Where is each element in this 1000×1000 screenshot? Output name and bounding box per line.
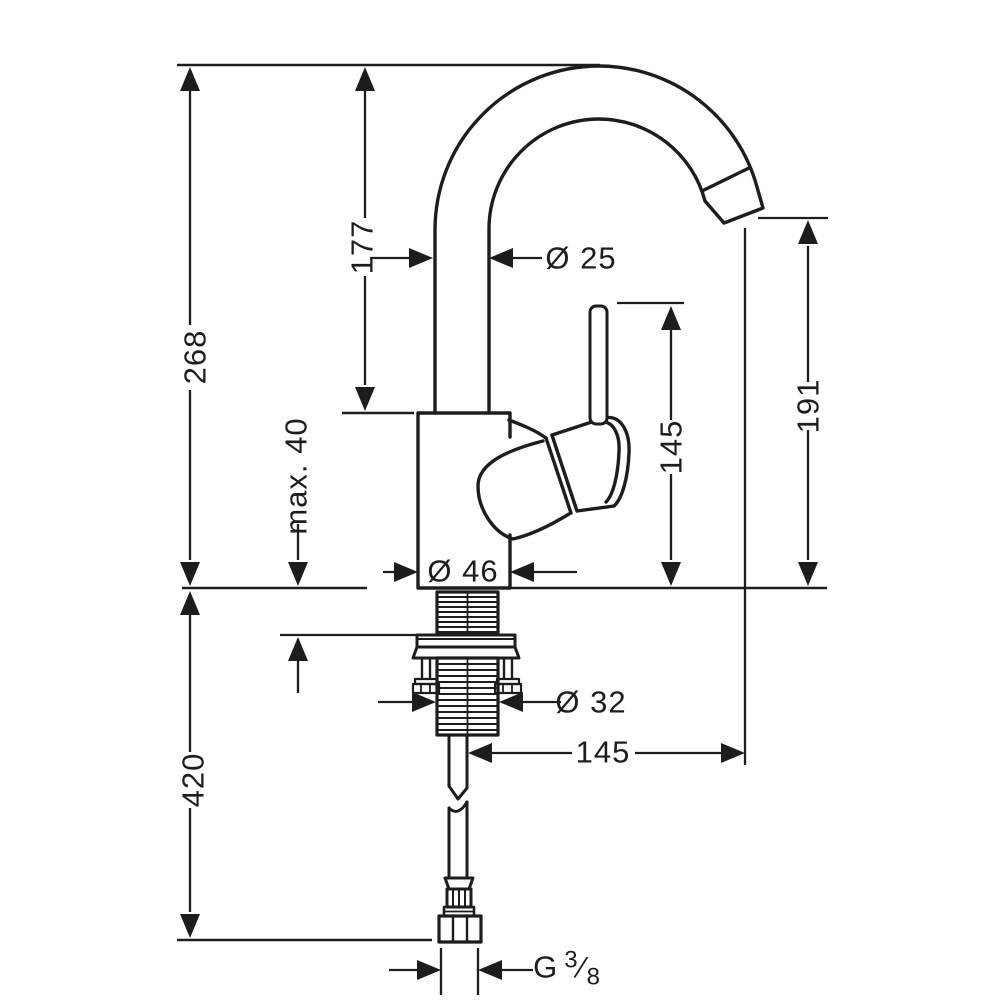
hose-break [447,800,469,813]
arrow-g38-right [478,960,502,980]
faucet-outline [416,64,765,590]
hose-lower [447,800,469,880]
arrow-191-bottom [798,562,818,586]
dim-label-overall-height: 268 [177,329,213,385]
mounting-hardware [411,590,523,737]
arrow-max40-up [288,637,308,661]
dim-label-lever-height: 145 [653,419,689,475]
dimension-lines [177,63,828,995]
shank-lower-threads [437,658,498,735]
dim-label-spout-reach: 145 [575,734,631,770]
arrow-25-left [409,248,433,268]
hose-nut [437,914,483,944]
dim-label-spout-diameter: Ø 25 [545,240,617,276]
dim-g38-ext [439,948,480,995]
arrow-145h-right [721,743,745,763]
cartridge-shoulder [507,418,548,440]
arrow-145h-left [468,743,492,763]
arrow-g38-left [417,960,441,980]
hose-nut-facets [451,914,469,944]
dim-label-spout-height: 177 [344,219,380,275]
arrow-177-bottom [355,387,375,411]
hose-flare [443,876,475,891]
arrow-268-bottom [180,562,200,586]
dimension-arrowheads [180,67,818,980]
mounting-cone [411,645,521,660]
arrow-145v-bottom [661,562,681,586]
thread-fraction: 3⁄8 [564,946,601,991]
lever-knob [550,415,631,513]
arrow-max40-down [288,562,308,586]
dim-label-supply-hose-length: 420 [175,752,211,808]
hose-upper [447,733,469,801]
arrow-191-top [798,220,818,244]
arrow-25-right [489,248,513,268]
dim-label-outlet-height: 191 [790,378,826,434]
arrow-32-right [499,692,523,712]
dim-label-shank-diameter: Ø 32 [555,684,627,720]
arrow-420-top [180,591,200,615]
dim-label-body-diameter: Ø 46 [427,553,499,589]
thread-fraction-slash: ⁄ [579,951,586,985]
lever-knob-cap-line [598,420,621,504]
cartridge-cone [476,439,571,541]
arrow-46-left [394,562,418,582]
supply-hose [437,733,483,944]
thread-fraction-denominator: 8 [586,963,601,991]
shank-upper-threads [437,592,498,634]
thread-letter: G [533,949,559,985]
mounting-bolt-left [411,658,441,695]
arrow-32-left [412,692,436,712]
aerator-band [700,166,751,193]
body-outline [416,411,512,590]
arrow-268-top [180,67,200,91]
lever-pin [588,304,609,426]
thread-fraction-numerator: 3 [564,946,579,974]
arrow-177-top [355,67,375,91]
arrow-46-right [510,562,534,582]
arrow-145v-top [661,306,681,330]
mounting-washer [415,633,517,649]
arrow-420-bottom [180,914,200,938]
handle-joint-line-left [544,436,573,515]
hose-crimp-bars [452,888,466,908]
dim-label-max-mounting-thickness: max. 40 [278,417,314,535]
